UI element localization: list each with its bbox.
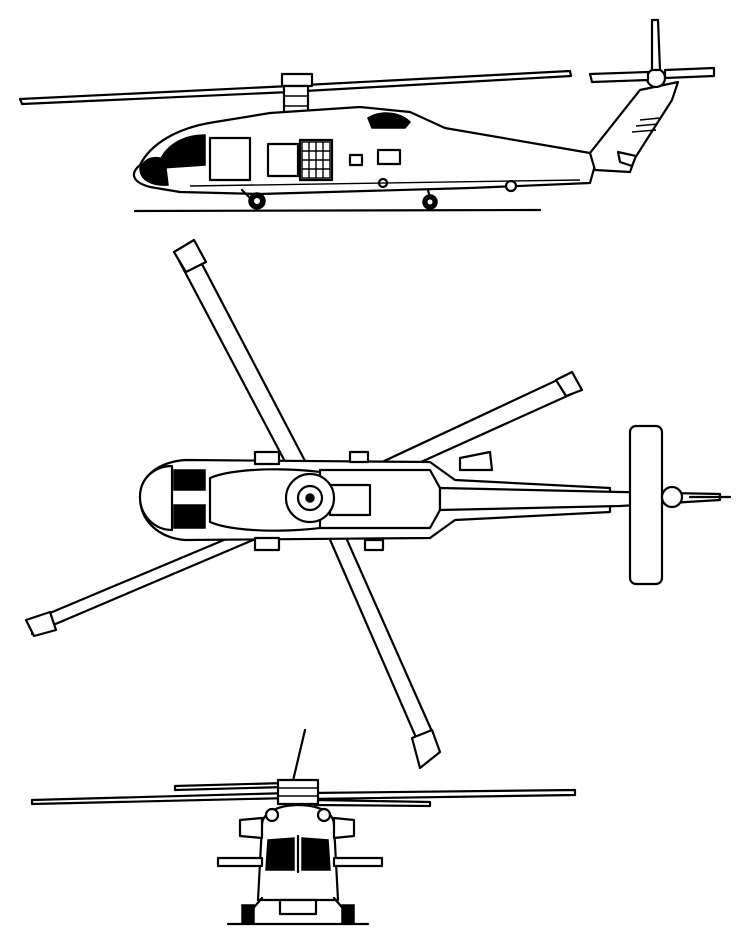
top-view xyxy=(24,238,732,770)
front-landing-gear xyxy=(226,896,370,926)
front-view xyxy=(30,728,577,926)
top-rotor-hub xyxy=(284,472,336,524)
side-view xyxy=(18,18,716,213)
side-tail xyxy=(588,18,716,174)
sonobuoy-grid xyxy=(301,141,331,179)
front-main-rotor xyxy=(30,728,577,808)
side-fuselage xyxy=(132,105,597,196)
side-landing-gear xyxy=(133,179,542,213)
front-fuselage xyxy=(216,803,384,902)
